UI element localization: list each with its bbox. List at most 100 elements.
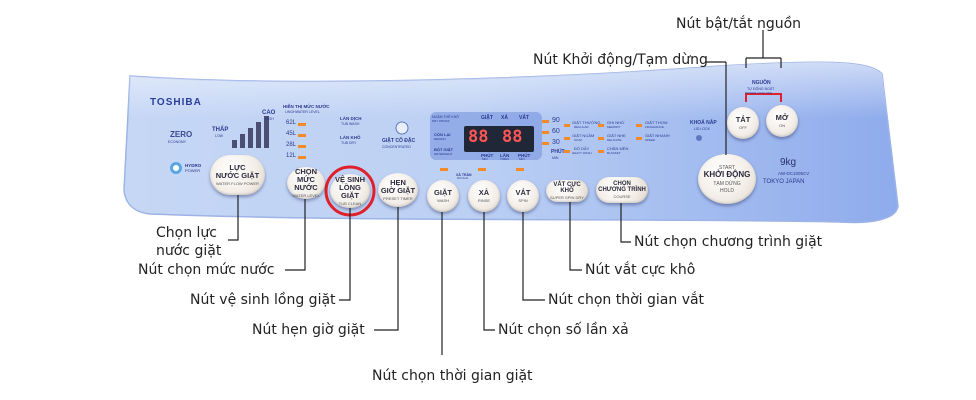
program-memory: GHI NHỚ (607, 120, 625, 125)
power-sub1: TỰ ĐỘNG NGẮT (747, 87, 775, 91)
callout-start-pause: Nút Khởi động/Tạm dừng (533, 52, 708, 68)
display-times-label: LẦN (500, 153, 510, 158)
tub-wash-sub: TUB WASH (341, 122, 360, 126)
display-min-sub: MIN (482, 157, 488, 161)
strength-high-sub: HIGH (265, 117, 274, 121)
program-delicate-sub: DELICATE (607, 138, 622, 142)
wash-button[interactable]: GIẶT WASH (427, 180, 459, 212)
tub-dry-label: LÀN KHÔ (340, 135, 361, 140)
water-level-62: 62L (286, 120, 297, 126)
callout-water-flow-1: Chọn lực (156, 225, 217, 241)
tub-wash-label: LÀN DỊCH (340, 116, 362, 121)
spin-60: 60 (552, 128, 560, 135)
program-soak: GIẶT NGÂM (572, 133, 595, 138)
program-blanket: CHĂN MỀN (607, 146, 629, 151)
display-detergent: BỘT GIẶT (434, 147, 454, 152)
display-wash-label: GIẶT (481, 115, 493, 121)
callout-tub-clean: Nút vệ sinh lồng giặt (190, 292, 336, 308)
lid-lock-label: KHOÁ NẮP (690, 120, 717, 126)
line-rinse (483, 212, 495, 331)
spin-90: 90 (552, 117, 560, 124)
capacity-label: 9kg (780, 157, 797, 168)
display-rinse-label: XẢ (501, 115, 508, 121)
spin-min-label: PHÚT (551, 149, 565, 155)
power-title: NGUỒN (752, 80, 771, 86)
spin-min-sub: MIN (552, 156, 559, 160)
line-tub-clean (339, 208, 351, 301)
water-level-title: HIỂN THỊ MỨC NƯỚC (283, 104, 330, 109)
hydro-label: HYDRO (185, 163, 202, 168)
program-heavy: ĐỒ DẦY (574, 146, 590, 151)
program-speed: GIẶT NHANH (645, 133, 670, 138)
line-timer (374, 207, 399, 331)
lid-lock-sub: LID LOCK (694, 127, 710, 131)
display-digits-left: 88 (468, 127, 489, 147)
timer-button[interactable]: HẸN GIỜ GIẶT PRESET TIMER (378, 173, 418, 207)
rinse-button[interactable]: XẢ RINSE (468, 180, 500, 212)
zero-label: ZERO (170, 130, 193, 139)
program-soak-sub: SOAK (574, 138, 583, 142)
strength-low-sub: LOW (215, 134, 223, 138)
display-dry-proof: NGÂM THỂ KHÔ (432, 115, 459, 119)
made-in-label: TOKYO JAPAN (763, 179, 805, 185)
program-delicate: GIẶT NHẸ (607, 133, 626, 138)
display-times-sub: TIMES (500, 157, 510, 161)
callout-super-spin: Nút vắt cực khô (585, 262, 696, 278)
start-pause-button[interactable]: START KHỞI ĐỘNG TẠM DỪNG HOLD (698, 154, 756, 204)
callout-power: Nút bật/tắt nguồn (676, 16, 802, 32)
water-level-button[interactable]: CHỌN MỨC NƯỚC WATER LEVEL (287, 167, 325, 199)
spin-30: 30 (552, 139, 560, 146)
callout-timer: Nút hẹn giờ giặt (252, 322, 365, 338)
water-level-45: 45L (286, 131, 297, 137)
brand-logo: TOSHIBA (150, 97, 202, 108)
model-label: AW-DC1005CV (778, 171, 810, 176)
display-min2-label: PHÚT (518, 153, 531, 158)
course-button[interactable]: CHỌN CHƯƠNG TRÌNH COURSE (596, 177, 648, 203)
strength-high: CAO (262, 110, 276, 116)
display-digits-right: 88 (502, 127, 523, 147)
water-level-sub: LINGHWATER LEVEL (285, 110, 320, 114)
spin-button[interactable]: VẮT SPIN (507, 180, 539, 212)
display-remain: CÒN LẠI (434, 132, 451, 137)
display-remain-sub: REMAIN (434, 137, 446, 141)
zero-sub: ECONOMY (168, 140, 187, 144)
display-min-label: PHÚT (481, 153, 494, 158)
power-off-button[interactable]: TẮT OFF (727, 107, 759, 139)
callout-water-level: Nút chọn mức nước (138, 262, 275, 278)
line-water-level (285, 199, 306, 271)
line-spin (522, 212, 545, 301)
callout-program: Nút chọn chương trình giặt (634, 234, 823, 250)
water-level-12: 12L (286, 153, 297, 159)
tub-clean-button[interactable]: VỆ SINH LỒNG GIẶT TUB CLEAN (330, 174, 370, 208)
super-spin-button[interactable]: VẮT CỰC KHÔ SUPER SPIN DRY (546, 180, 588, 202)
line-super-spin (569, 202, 582, 271)
line-course (620, 203, 631, 243)
line-water-flow (228, 195, 239, 241)
tub-dry-sub: TUB DRY (341, 141, 357, 145)
rinse-icon-label: XẢ TRÀN (456, 173, 472, 177)
program-blanket-sub: BLANKET (607, 151, 621, 155)
hydro-sub: POWER (185, 168, 201, 173)
display-min2-sub: MIN (519, 157, 525, 161)
program-fragrance-sub: FRAGRANCE (645, 125, 664, 129)
program-fragrance: GIẶT THƠM (645, 120, 668, 125)
strength-low: THẤP (212, 127, 229, 133)
callout-spin-time: Nút chọn thời gian vắt (548, 292, 705, 308)
program-heavy-sub: HEAVY WASH (572, 151, 592, 155)
rinse-icon-sub: DUOLAI (457, 176, 469, 180)
callout-water-flow-2: nước giặt (156, 243, 222, 259)
power-on-button[interactable]: MỞ ON (766, 105, 798, 137)
program-memory-sub: MEMORY (607, 125, 621, 129)
power-sub2: POWER AUTO OFF (745, 91, 773, 95)
concentrated-label: GIẶT CÔ ĐẶC (382, 138, 416, 144)
program-regular-sub: REGULAR (574, 125, 589, 129)
callout-rinse-count: Nút chọn số lần xả (498, 322, 629, 338)
display-spin-label: VẮT (519, 115, 529, 121)
callout-wash-time: Nút chọn thời gian giặt (372, 368, 533, 384)
water-flow-button[interactable]: LỰC NƯỚC GIẶT WATER FLOW POWER (210, 155, 265, 195)
water-level-28: 28L (286, 142, 297, 148)
program-regular: GIẶT THƯỜNG (572, 120, 601, 125)
display-detergent-sub: DETERGENT (434, 152, 453, 156)
